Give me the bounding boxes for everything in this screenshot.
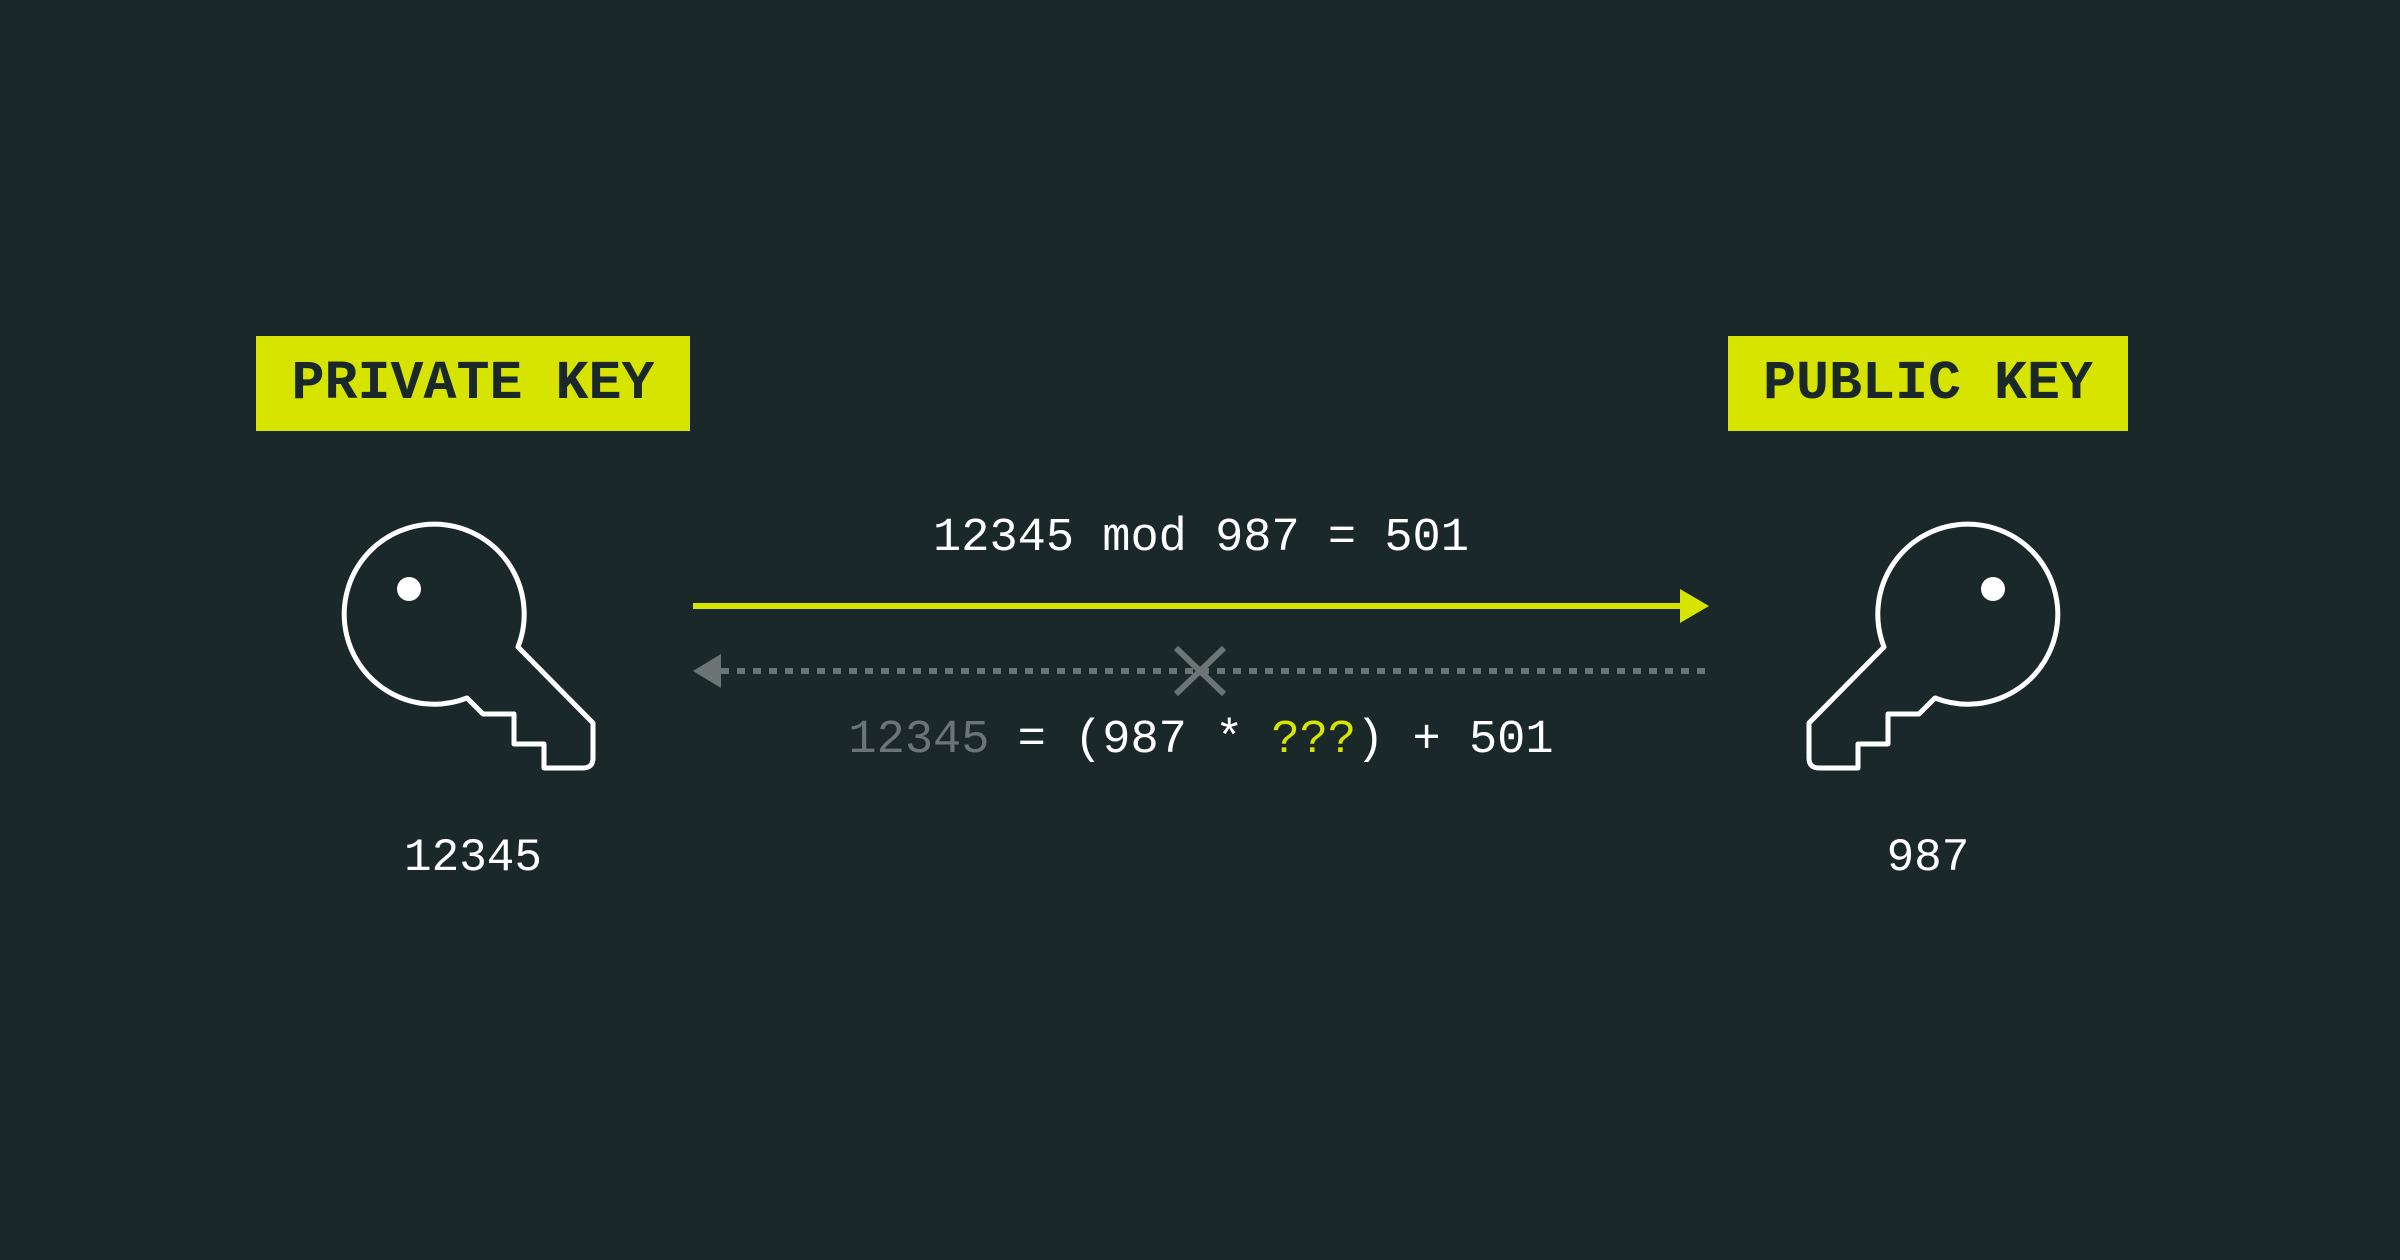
x-icon xyxy=(1173,645,1227,697)
reverse-arrow xyxy=(693,654,1710,688)
private-key-value: 12345 xyxy=(403,832,543,884)
reverse-unknown-operand: 12345 xyxy=(848,714,990,767)
public-key-icon xyxy=(1806,521,2061,771)
private-key-label: PRIVATE KEY xyxy=(256,336,690,431)
reverse-formula: 12345 = (987 * ???) + 501 xyxy=(693,714,1709,767)
reverse-rest: ) + 501 xyxy=(1356,714,1554,767)
reverse-unknown: ??? xyxy=(1271,714,1357,767)
public-key-value: 987 xyxy=(1886,832,1970,884)
private-key-icon xyxy=(341,521,596,771)
reverse-equals: = (987 * xyxy=(989,714,1272,767)
public-key-label: PUBLIC KEY xyxy=(1728,336,2128,431)
forward-arrow xyxy=(693,589,1709,623)
forward-formula: 12345 mod 987 = 501 xyxy=(933,512,1469,565)
